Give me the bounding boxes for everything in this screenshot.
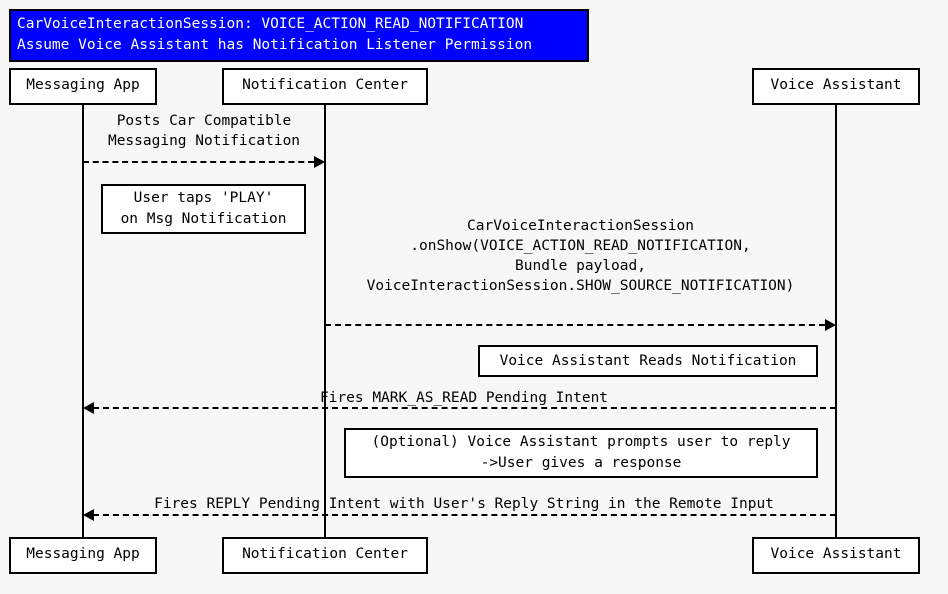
diagram-title-line-1: CarVoiceInteractionSession: VOICE_ACTION… [17,16,524,32]
participant-label: Voice Assistant [770,77,902,93]
lifeline-messaging-app [82,101,84,542]
message-label-line-1: Posts Car Compatible [116,113,292,129]
note-optional-voice-assistant-prompts-user: (Optional) Voice Assistant prompts user … [344,428,818,478]
message-label-fires-mark-as-read-pending-intent: Fires MARK_AS_READ Pending Intent [93,388,835,408]
note-line-1: User taps 'PLAY' [133,190,274,206]
diagram-title-banner: CarVoiceInteractionSession: VOICE_ACTION… [9,9,589,62]
message-label-line-1: Fires REPLY Pending Intent with User's R… [154,496,774,512]
lifeline-notification-center [324,101,326,542]
message-label-line-3: Bundle payload, [515,258,646,274]
arrow-head-right-icon [825,319,836,331]
diagram-title-line-2: Assume Voice Assistant has Notification … [17,37,533,53]
participant-label: Notification Center [242,546,408,562]
message-label-line-2: .onShow(VOICE_ACTION_READ_NOTIFICATION, [410,238,751,254]
lifeline-voice-assistant [835,101,837,542]
arrow-head-left-icon [83,509,94,521]
participant-label: Notification Center [242,77,408,93]
participant-bottom-voice-assistant[interactable]: Voice Assistant [752,537,920,574]
note-line-1: (Optional) Voice Assistant prompts user … [371,434,791,450]
message-arrow-fires-mark-as-read-pending-intent [93,407,836,409]
participant-top-notification-center[interactable]: Notification Center [222,68,428,105]
message-label-car-voice-interaction-session-onshow: CarVoiceInteractionSession .onShow(VOICE… [325,216,836,296]
message-arrow-car-voice-interaction-session-onshow [325,324,825,326]
message-arrow-posts-car-compatible-messaging-notification [83,161,314,163]
note-line-2: ->User gives a response [480,455,682,471]
participant-bottom-notification-center[interactable]: Notification Center [222,537,428,574]
note-line-2: on Msg Notification [120,211,287,227]
participant-top-messaging-app[interactable]: Messaging App [9,68,157,105]
note-user-taps-play: User taps 'PLAY' on Msg Notification [101,184,306,234]
message-label-fires-reply-pending-intent: Fires REPLY Pending Intent with User's R… [93,494,835,514]
message-label-posts-car-compatible-messaging-notification: Posts Car Compatible Messaging Notificat… [83,111,325,151]
message-arrow-fires-reply-pending-intent [93,514,836,516]
message-label-line-4: VoiceInteractionSession.SHOW_SOURCE_NOTI… [366,278,795,294]
note-voice-assistant-reads-notification: Voice Assistant Reads Notification [478,345,818,377]
note-line-1: Voice Assistant Reads Notification [499,353,797,369]
participant-bottom-messaging-app[interactable]: Messaging App [9,537,157,574]
participant-top-voice-assistant[interactable]: Voice Assistant [752,68,920,105]
message-label-line-1: CarVoiceInteractionSession [467,218,694,234]
participant-label: Messaging App [26,546,140,562]
participant-label: Voice Assistant [770,546,902,562]
participant-label: Messaging App [26,77,140,93]
arrow-head-left-icon [83,402,94,414]
arrow-head-right-icon [314,156,325,168]
message-label-line-2: Messaging Notification [107,133,301,149]
message-label-line-1: Fires MARK_AS_READ Pending Intent [319,390,609,406]
